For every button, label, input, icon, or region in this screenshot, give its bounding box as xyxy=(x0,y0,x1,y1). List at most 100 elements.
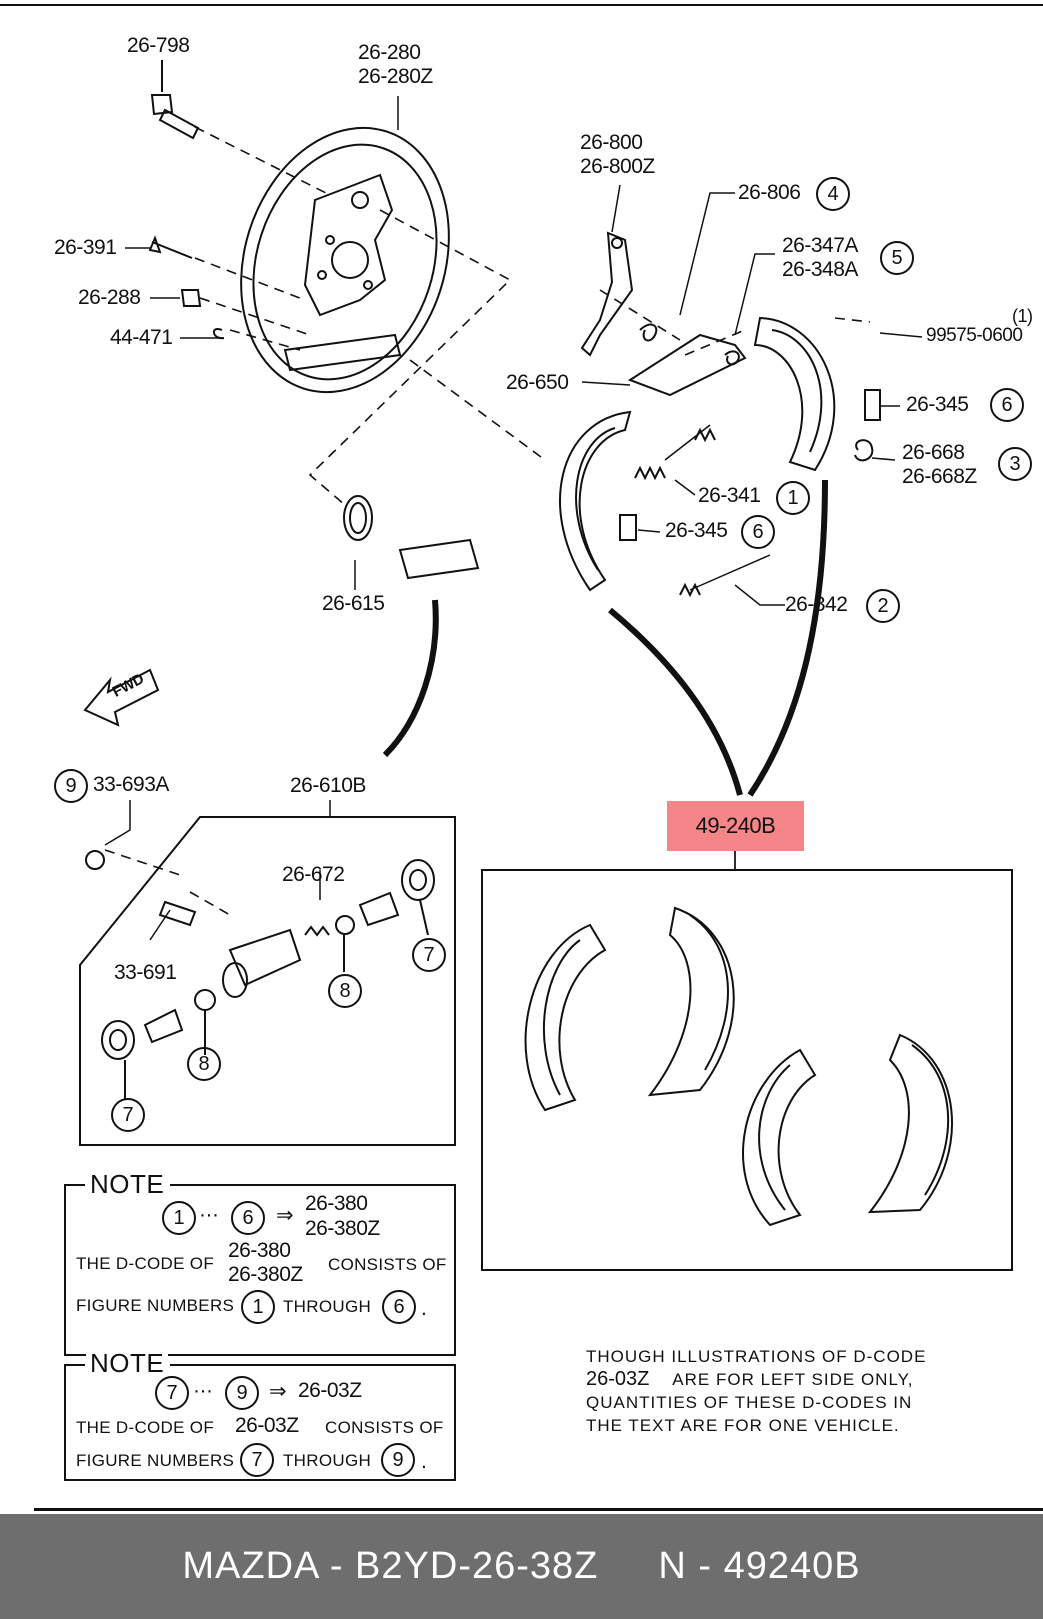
note1-inline-code2: 26-380Z xyxy=(228,1263,303,1286)
callout-26-668: 26-668 xyxy=(902,441,965,464)
callout-26-347a: 26-347A xyxy=(782,234,858,257)
note2-dots: ··· xyxy=(193,1379,213,1402)
note1-box xyxy=(64,1184,456,1356)
figure-number-1: 1 xyxy=(776,481,810,515)
note2-through-to: 9 xyxy=(381,1443,415,1477)
callout-44-471: 44-471 xyxy=(110,326,173,349)
note1-text-c: FIGURE NUMBERS xyxy=(76,1296,235,1315)
callout-26-280z: 26-280Z xyxy=(358,65,433,88)
note2-text-b: CONSISTS OF xyxy=(325,1418,444,1437)
note2-through: THROUGH xyxy=(283,1451,372,1470)
note1-through: THROUGH xyxy=(283,1297,372,1316)
note2-text-a: THE D-CODE OF xyxy=(76,1418,215,1437)
note1-text-b: CONSISTS OF xyxy=(328,1255,447,1274)
note2-code: 26-03Z xyxy=(298,1379,362,1402)
backing-plate-drawing xyxy=(240,126,450,394)
hold-down-clips-drawing xyxy=(619,389,881,541)
note2-period: . xyxy=(421,1450,427,1473)
part-number-footer: MAZDA - B2YD-26-38Z N - 49240B xyxy=(0,1514,1043,1619)
footer-oem-part-number: N - 49240B xyxy=(658,1545,861,1587)
nut-26-288-drawing xyxy=(180,289,202,307)
shoe-left-drawing xyxy=(559,410,632,592)
callout-26-280: 26-280 xyxy=(358,41,421,64)
note1-code-26-380z: 26-380Z xyxy=(305,1217,380,1240)
disclaimer-line-2b: ARE FOR LEFT SIDE ONLY, xyxy=(672,1370,914,1389)
leader-curve-cylinder xyxy=(382,599,439,758)
note1-to-number: 6 xyxy=(231,1201,265,1235)
clip-44-471-drawing xyxy=(213,328,225,340)
fwd-arrow-icon xyxy=(83,668,160,727)
disclaimer-text: THOUGH ILLUSTRATIONS OF D-CODE 26-03Z AR… xyxy=(586,1345,946,1437)
callout-26-610b: 26-610B xyxy=(290,774,366,797)
callout-26-342: 26-342 xyxy=(785,593,848,616)
note2-box xyxy=(64,1364,456,1481)
callout-26-668z: 26-668Z xyxy=(902,465,977,488)
shoe-right-lining xyxy=(771,329,823,453)
callout-26-798: 26-798 xyxy=(127,34,190,57)
note2-arrow: ⇒ xyxy=(269,1380,287,1403)
disclaimer-line-2: 26-03Z ARE FOR LEFT SIDE ONLY, xyxy=(586,1368,946,1391)
kit-box-outline xyxy=(79,816,456,1146)
wheel-cylinder-small-drawing xyxy=(398,538,480,580)
note2-to-number: 9 xyxy=(225,1376,259,1410)
figure-number-9: 9 xyxy=(54,769,88,803)
boot-26-615-drawing xyxy=(343,495,373,541)
figure-number-5: 5 xyxy=(880,241,914,275)
note1-arrow: ⇒ xyxy=(276,1204,294,1227)
spring-wires xyxy=(664,424,771,591)
note1-through-from: 1 xyxy=(241,1290,275,1324)
callout-26-806: 26-806 xyxy=(738,181,801,204)
figure-number-8-lower: 8 xyxy=(187,1047,221,1081)
figure-number-2: 2 xyxy=(866,589,900,623)
note1-dots: ··· xyxy=(199,1203,219,1226)
note1-code-26-380: 26-380 xyxy=(305,1192,368,1215)
footer-brand-part-number: MAZDA - B2YD-26-38Z xyxy=(182,1545,599,1587)
callout-26-650: 26-650 xyxy=(506,371,569,394)
shoe-kit-box-outline xyxy=(481,869,1013,1271)
callout-26-288: 26-288 xyxy=(78,286,141,309)
disclaimer-line-1: THOUGH ILLUSTRATIONS OF D-CODE xyxy=(586,1347,927,1366)
leader-curve-shoe-left xyxy=(608,607,743,796)
highlighted-part-49-240b: 49-240B xyxy=(667,801,804,851)
shoe-right-drawing xyxy=(753,316,836,472)
callout-26-341: 26-341 xyxy=(698,484,761,507)
figure-number-7-lower: 7 xyxy=(111,1098,145,1132)
callout-26-345-upper: 26-345 xyxy=(906,393,969,416)
parking-lever-drawing xyxy=(580,231,747,397)
highlighted-part-label: 49-240B xyxy=(695,813,776,838)
callout-26-345-lower: 26-345 xyxy=(665,519,728,542)
note1-period: . xyxy=(421,1297,427,1320)
exploded-view-drawing xyxy=(64,60,1013,1481)
figure-number-8-upper: 8 xyxy=(328,974,362,1008)
bottom-rule xyxy=(34,1508,1043,1511)
bolt-drawing xyxy=(150,60,200,140)
callout-26-348a: 26-348A xyxy=(782,258,858,281)
callout-33-693a: 33-693A xyxy=(93,773,169,796)
figure-number-6-upper: 6 xyxy=(990,388,1024,422)
brake-shoe-set-drawing xyxy=(524,906,954,1227)
callout-33-691: 33-691 xyxy=(114,961,177,984)
note2-from-number: 7 xyxy=(155,1376,189,1410)
callout-qty-1: (1) xyxy=(1012,306,1033,326)
callout-99575-0600: 99575-0600 xyxy=(926,325,1023,346)
shoe-left-lining xyxy=(575,427,616,571)
note2-through-from: 7 xyxy=(240,1443,274,1477)
top-border xyxy=(0,4,1043,6)
callout-26-615: 26-615 xyxy=(322,592,385,615)
wheel-cylinder-kit-drawing xyxy=(85,850,435,1100)
callout-leaders xyxy=(104,60,923,941)
footer-text: MAZDA - B2YD-26-38Z N - 49240B xyxy=(0,1514,1043,1619)
figure-number-3: 3 xyxy=(998,447,1032,481)
note1-inline-code1: 26-380 xyxy=(228,1239,291,1262)
disclaimer-line-4: THE TEXT ARE FOR ONE VEHICLE. xyxy=(586,1416,900,1435)
note2-inline-code: 26-03Z xyxy=(235,1414,299,1437)
note1-from-number: 1 xyxy=(162,1201,196,1235)
callout-26-672: 26-672 xyxy=(282,863,345,886)
figure-number-6-lower: 6 xyxy=(741,515,775,549)
leader-curve-shoe-right xyxy=(747,479,828,797)
note1-title: NOTE xyxy=(86,1169,169,1200)
callout-26-800: 26-800 xyxy=(580,131,643,154)
note2-title: NOTE xyxy=(86,1348,169,1379)
note2-text-c: FIGURE NUMBERS xyxy=(76,1451,235,1470)
